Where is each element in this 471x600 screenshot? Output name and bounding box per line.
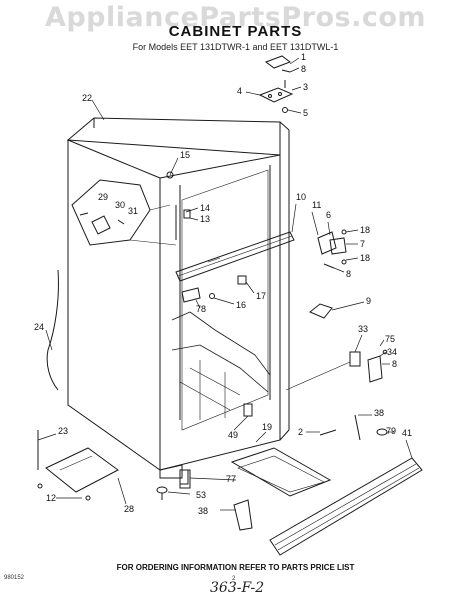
callout-41: 41: [402, 428, 412, 438]
diagram-title: CABINET PARTS: [168, 23, 303, 40]
callout-78: 78: [196, 304, 206, 314]
callout-29: 29: [98, 192, 108, 202]
divider-rail: [175, 231, 295, 282]
diagram-subtitle: For Models EET 131DTWR-1 and EET 131DTWL…: [132, 42, 339, 52]
part-78: [181, 287, 201, 303]
callout-28: 28: [124, 504, 134, 514]
callout-16: 16: [236, 300, 246, 310]
callout-1: 1: [301, 52, 306, 62]
callout-7: 7: [360, 239, 365, 249]
callout-79: 79: [386, 426, 396, 436]
bracket-38a: [354, 414, 361, 441]
callout-38-upper: 38: [374, 408, 384, 418]
ordering-info-note: FOR ORDERING INFORMATION REFER TO PARTS …: [116, 563, 355, 572]
callout-8-top: 8: [301, 64, 306, 74]
leveler-53: [156, 486, 168, 494]
bottom-front-parts: [156, 414, 423, 556]
callout-13: 13: [200, 214, 210, 224]
page-number: 2: [232, 576, 236, 582]
callout-53: 53: [196, 490, 206, 500]
handwritten-note: 363-F-2: [210, 580, 265, 596]
callout-10: 10: [296, 192, 306, 202]
cabinet-left-side: [67, 139, 161, 471]
callout-38-lower: 38: [198, 506, 208, 516]
callout-19: 19: [262, 422, 272, 432]
callout-4: 4: [237, 86, 242, 96]
callout-49: 49: [228, 430, 238, 440]
watermark: AppliancePartsPros.com: [44, 2, 427, 33]
callout-14: 14: [200, 203, 210, 213]
callout-30: 30: [115, 200, 125, 210]
callout-2: 2: [298, 427, 303, 437]
part-16: [209, 293, 215, 299]
part-77: [179, 469, 191, 489]
callout-34: 34: [387, 347, 397, 357]
callout-3: 3: [303, 82, 308, 92]
callout-75: 75: [385, 334, 395, 344]
left-bottom-parts: [37, 269, 119, 501]
callout-9: 9: [366, 296, 371, 306]
leader-lines: [37, 57, 413, 511]
callout-15: 15: [180, 150, 190, 160]
cabinet-shell: [66, 117, 295, 485]
inset-detail: [71, 179, 177, 246]
interior-parts: [175, 205, 253, 417]
part-9: [309, 303, 333, 319]
part-17: [237, 275, 247, 285]
screw-2: [319, 429, 337, 436]
callout-6: 6: [326, 210, 331, 220]
callout-22: 22: [82, 93, 92, 103]
callout-18-lower: 18: [360, 253, 370, 263]
callout-24: 24: [34, 322, 44, 332]
hinge-7: [329, 237, 347, 255]
hinge-34: [367, 355, 383, 383]
part-49: [243, 403, 253, 417]
screw-5: [282, 107, 288, 113]
callout-11: 11: [312, 200, 321, 210]
callout-8-mid: 8: [346, 269, 351, 279]
hinge-cover-1: [264, 55, 292, 69]
bracket-30: [91, 215, 111, 235]
bracket-6: [317, 231, 337, 255]
callout-18-upper: 18: [360, 225, 370, 235]
bracket-38b: [233, 499, 253, 531]
right-side-parts: [285, 229, 388, 391]
top-hinge-4: [258, 87, 294, 103]
tube-24: [46, 269, 59, 391]
callout-labels: 1 8 3 4 5 22 15 29 30 31 14 13 10 11 6 1…: [34, 52, 412, 516]
cabinet-top: [66, 117, 281, 156]
callout-8-lower: 8: [392, 359, 397, 369]
callout-17: 17: [256, 291, 266, 301]
grommet-79: [376, 428, 388, 436]
pan-19: [230, 447, 332, 497]
plug-15: [166, 171, 174, 179]
callout-33: 33: [358, 324, 368, 334]
callout-5: 5: [303, 108, 308, 118]
skid-28: [45, 447, 119, 493]
callout-12: 12: [46, 493, 56, 503]
top-hinge-group: [258, 55, 294, 113]
callout-23: 23: [58, 426, 68, 436]
grille-41: [269, 457, 423, 556]
callout-31: 31: [128, 206, 138, 216]
callout-77: 77: [226, 474, 236, 484]
bracket-33: [349, 351, 361, 367]
document-code: 980152: [4, 575, 25, 581]
